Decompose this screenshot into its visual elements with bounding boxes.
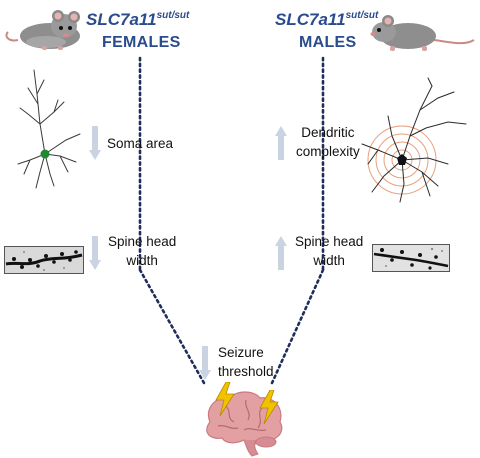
arrow-up-icon xyxy=(275,236,287,270)
female-spine-head-label: Spine head width xyxy=(108,232,176,270)
male-dendrite-micrograph xyxy=(372,244,450,272)
arrow-down-icon xyxy=(199,346,211,380)
arrow-down-icon xyxy=(89,126,101,160)
female-spine-line-2: width xyxy=(126,253,158,268)
male-spine-line-2: width xyxy=(313,253,345,268)
male-neuron-sholl-icon xyxy=(361,77,467,203)
lightning-icon xyxy=(215,382,235,416)
female-sex-label: FEMALES xyxy=(102,34,181,51)
male-spine-line-1: Spine head xyxy=(295,234,364,249)
male-sex-label: MALES xyxy=(299,34,357,51)
soma-area-label: Soma area xyxy=(107,136,174,151)
female-spine-line-1: Spine head xyxy=(108,234,177,249)
seizure-line-1: Seizure xyxy=(218,345,264,360)
arrow-up-icon xyxy=(275,126,287,160)
seizure-line-2: threshold xyxy=(218,364,274,379)
dendritic-complexity-label: Dendritic complexity xyxy=(296,123,360,161)
female-genotype: sut/sut xyxy=(156,10,190,21)
male-mouse-icon xyxy=(370,15,475,51)
seizure-threshold-label: Seizure threshold xyxy=(218,343,274,381)
dendritic-line-2: complexity xyxy=(296,144,360,159)
male-spine-head-label: Spine head width xyxy=(295,232,363,270)
arrow-down-icon xyxy=(89,236,101,270)
male-genotype: sut/sut xyxy=(345,10,379,21)
female-dendrite-micrograph xyxy=(4,246,84,274)
female-diagonal-line xyxy=(138,268,206,385)
male-gene-name: SLC7a11 xyxy=(275,10,346,29)
female-gene-label: SLC7a11sut/sut xyxy=(86,10,189,30)
female-neuron-icon xyxy=(17,69,81,189)
male-diagonal-line xyxy=(270,268,325,385)
male-gene-label: SLC7a11sut/sut xyxy=(275,10,378,30)
lightning-icon xyxy=(259,390,279,424)
dendritic-line-1: Dendritic xyxy=(301,125,355,140)
female-mouse-icon xyxy=(5,10,80,50)
female-gene-name: SLC7a11 xyxy=(86,10,157,29)
